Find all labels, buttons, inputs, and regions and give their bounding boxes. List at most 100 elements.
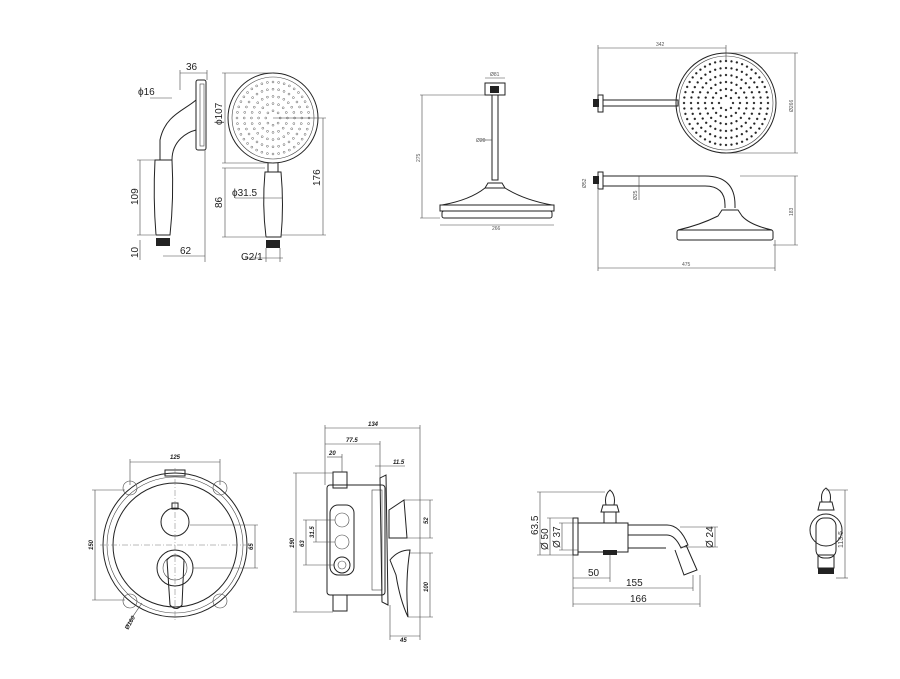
- spray-hole: [300, 95, 304, 99]
- dim-16: ϕ16: [138, 87, 155, 98]
- spray-hole: [704, 130, 707, 133]
- dim-150: 150: [89, 539, 95, 550]
- dim-63-5: 63.5: [530, 515, 541, 535]
- spray-hole: [683, 96, 686, 99]
- spray-hole: [730, 88, 733, 92]
- spray-hole: [292, 137, 295, 140]
- spray-hole: [735, 83, 738, 87]
- spray-hole: [703, 65, 707, 68]
- spray-hole: [691, 76, 694, 79]
- spray-hole: [295, 132, 299, 136]
- spray-hole: [724, 87, 728, 91]
- dim-dia-37: Ø 37: [552, 526, 563, 548]
- spray-hole: [766, 96, 769, 99]
- spray-hole: [282, 151, 286, 154]
- spray-hole: [264, 116, 267, 120]
- dim-20: Ø20: [476, 138, 486, 144]
- spray-hole: [277, 88, 280, 91]
- spray-hole: [285, 122, 288, 125]
- spray-hole: [307, 122, 310, 125]
- spray-hole: [708, 140, 712, 144]
- spray-hole: [735, 119, 738, 123]
- spray-hole: [745, 130, 748, 133]
- spray-hole: [714, 83, 717, 87]
- spray-hole: [693, 117, 697, 121]
- dim-45: 45: [399, 638, 407, 644]
- spray-hole: [684, 112, 687, 116]
- spray-hole: [251, 137, 254, 140]
- spray-hole: [282, 98, 285, 101]
- spray-hole: [724, 66, 728, 70]
- spray-hole: [287, 140, 291, 144]
- spray-hole: [719, 74, 722, 77]
- spray-hole: [705, 121, 708, 124]
- spray-hole: [271, 95, 275, 98]
- spray-hole: [713, 68, 717, 71]
- spray-hole: [766, 101, 770, 105]
- spray-hole: [271, 102, 275, 105]
- spray-hole: [691, 90, 694, 94]
- spray-hole: [300, 137, 304, 141]
- spray-hole: [745, 96, 748, 99]
- spray-hole: [758, 90, 761, 94]
- spray-hole: [288, 148, 291, 152]
- spray-hole: [277, 145, 280, 148]
- spray-hole: [282, 90, 286, 93]
- dim-wall-266: Ø266: [789, 100, 795, 112]
- dim-109: 109: [130, 188, 141, 205]
- spray-hole: [266, 152, 269, 155]
- spray-hole: [730, 67, 733, 70]
- dim-mixer-dia: Ø160: [125, 615, 138, 631]
- spray-hole: [719, 129, 722, 132]
- spray-hole: [750, 68, 753, 71]
- spray-hole: [266, 103, 269, 106]
- spray-hole: [292, 87, 296, 91]
- spray-hole: [708, 70, 712, 74]
- spray-hole: [258, 122, 261, 125]
- spray-hole: [735, 61, 739, 64]
- spray-hole: [236, 122, 239, 125]
- dim-86: 86: [214, 196, 225, 208]
- spray-hole: [303, 100, 307, 103]
- spray-hole: [260, 90, 264, 93]
- spray-hole: [266, 95, 269, 99]
- dim-100: 100: [424, 581, 430, 592]
- spray-hole: [282, 143, 286, 146]
- spray-hole: [239, 100, 243, 103]
- spray-hole: [246, 142, 249, 145]
- spray-hole: [271, 109, 275, 113]
- spray-hole: [235, 116, 239, 120]
- spray-hole: [306, 105, 309, 109]
- spray-hole: [300, 111, 303, 114]
- spray-hole: [742, 112, 746, 115]
- spray-hole: [748, 117, 751, 120]
- spray-hole: [724, 136, 728, 140]
- spray-hole: [713, 135, 717, 138]
- spout-views: 63.5 Ø 50 Ø 37 Ø 24 50 155 166 113.5: [530, 487, 848, 607]
- spray-hole: [753, 122, 756, 125]
- spray-hole: [750, 91, 754, 94]
- spray-hole: [711, 107, 715, 110]
- spray-hole: [266, 121, 270, 125]
- spray-hole: [682, 101, 686, 105]
- spray-hole: [740, 140, 744, 144]
- spray-hole: [261, 98, 264, 101]
- spray-hole: [730, 81, 733, 84]
- spray-hole: [735, 75, 738, 79]
- spray-hole: [281, 126, 285, 130]
- spray-hole: [255, 84, 258, 88]
- spray-hole: [709, 125, 712, 128]
- spray-hole: [691, 112, 694, 116]
- dim-dia-50: Ø 50: [540, 528, 551, 550]
- spray-hole: [298, 105, 301, 109]
- spray-hole: [261, 106, 265, 110]
- spray-hole: [740, 78, 743, 81]
- spray-hole: [709, 116, 713, 120]
- spray-hole: [693, 85, 697, 89]
- dim-63: 63: [300, 540, 306, 547]
- dim-134: 134: [368, 422, 379, 428]
- spray-hole: [277, 95, 280, 99]
- spray-hole: [758, 76, 761, 79]
- spray-hole: [250, 116, 253, 120]
- spray-hole: [719, 88, 722, 92]
